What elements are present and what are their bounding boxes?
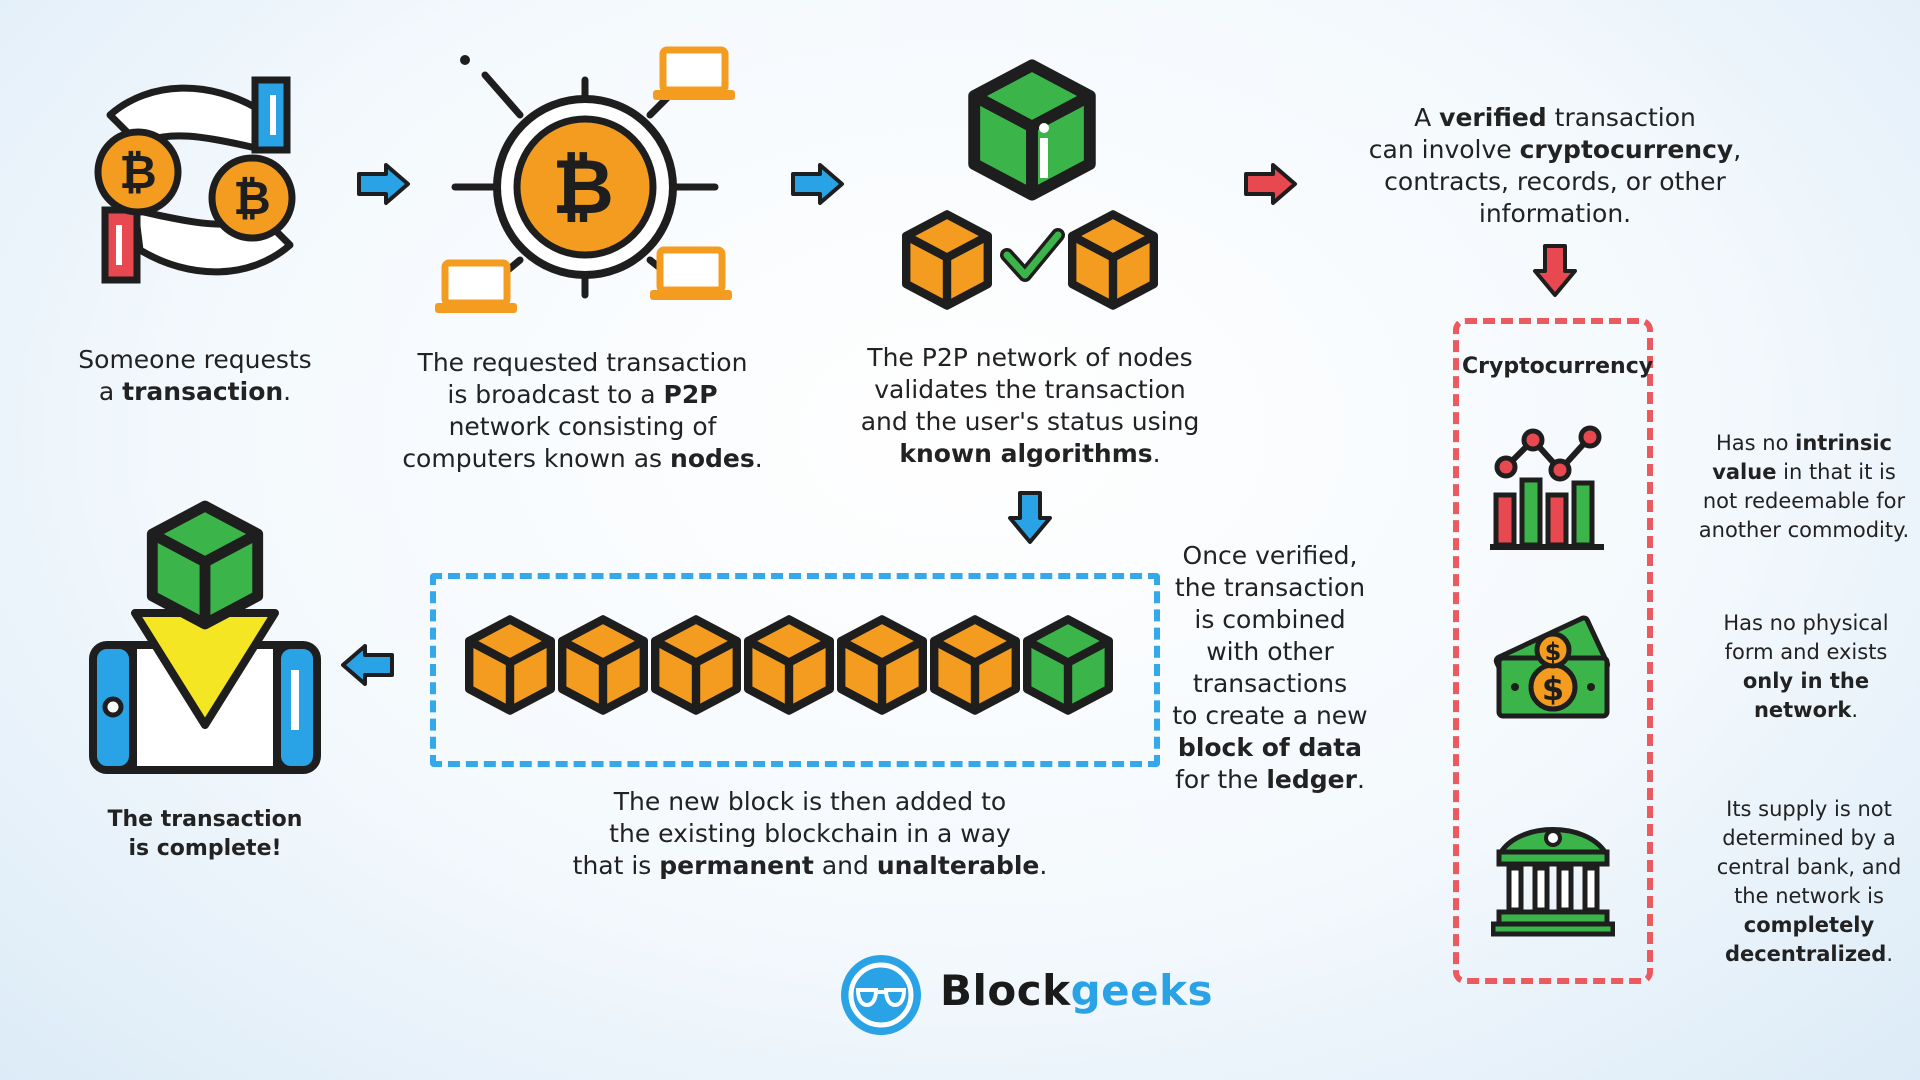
svg-text:₿: ₿ [233,171,271,225]
step2-caption: The requested transaction is broadcast t… [402,348,763,473]
step7-caption: The transaction is complete! [107,807,303,861]
arrow-right-icon [1244,163,1297,205]
arrow-down-icon [1533,244,1577,297]
brand-name: Blockgeeks [940,966,1214,1015]
money-icon: $ $ [1493,615,1611,719]
svg-text:₿: ₿ [552,142,614,231]
blockchain-box [430,573,1160,767]
chart-icon [1490,425,1604,550]
arrow-right-icon [791,163,844,205]
svg-text:₿: ₿ [119,145,157,199]
hands-exchange-bitcoin-icon: ₿ ₿ [94,76,296,284]
phone-block-complete-icon [89,495,321,774]
svg-text:$: $ [1545,638,1562,666]
arrow-left-icon [341,644,394,686]
cryptocurrency-panel [1453,318,1653,984]
step4-caption: A verified transaction can involve crypt… [1368,103,1742,228]
step5-caption: Once verified, the transaction is combin… [1172,541,1368,794]
bitcoin-network-nodes-icon: ₿ [435,46,735,313]
step1-caption: Someone requests a transaction. [78,345,312,406]
feature-intrinsic-value: Has no intrinsic value in that it is not… [1698,431,1910,542]
bank-icon [1491,827,1615,937]
block-validation-check-icon [895,50,1175,315]
step6-caption: The new block is then added to the exist… [572,787,1048,880]
feature-decentralized: Its supply is not determined by a centra… [1716,797,1902,966]
svg-text:$: $ [1542,670,1564,708]
feature-physical-form: Has no physical form and exists only in … [1723,611,1889,722]
step3-caption: The P2P network of nodes validates the t… [860,343,1200,468]
arrow-right-icon [357,163,410,205]
cryptocurrency-title: Cryptocurrency [1462,354,1654,379]
arrow-down-icon [1008,491,1052,544]
blockchain-blocks [455,600,1135,730]
glasses-logo-icon [841,955,921,1035]
